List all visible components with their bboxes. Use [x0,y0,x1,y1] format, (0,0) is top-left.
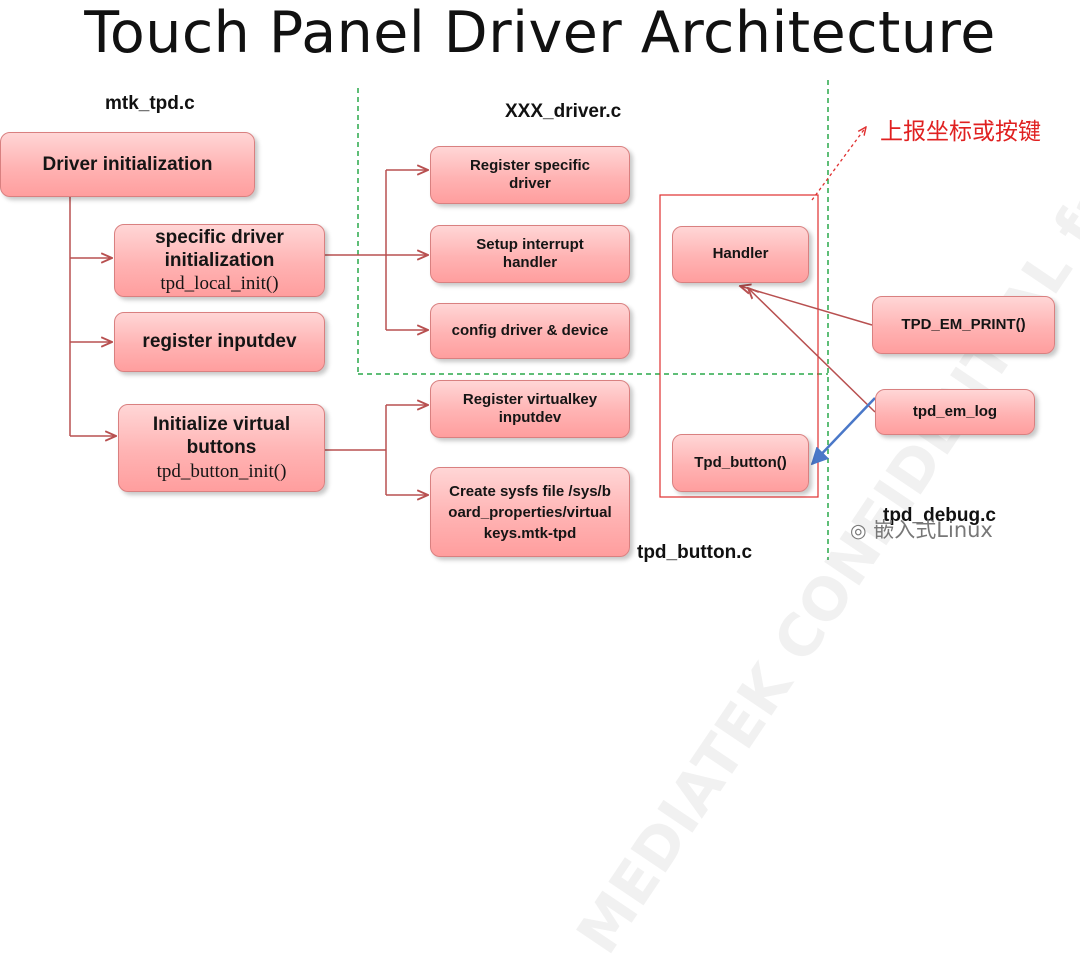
log-to-button-arrow [810,397,876,466]
box-tpd-em-print: TPD_EM_PRINT() [872,296,1055,354]
box-register-virtualkey-inputdev: Register virtualkey inputdev [430,380,630,438]
file-label-button: tpd_button.c [637,542,753,563]
logo: ◎ 嵌入式Linux [850,518,993,542]
box-handler: Handler [672,226,809,283]
highlight-frame [659,194,819,498]
box-config-driver-device: config driver & device [430,303,630,359]
wechat-icon: ◎ [850,520,867,542]
annotation-report-coordinates: 上报坐标或按键 [880,119,1041,145]
print-to-handler-arrow [740,286,873,326]
box-tpd-button: Tpd_button() [672,434,809,492]
box-initialize-virtual-buttons: Initialize virtual buttons tpd_button_in… [118,404,325,492]
log-to-handler-arrow [748,288,876,413]
box-tpd-em-log: tpd_em_log [875,389,1035,435]
box-create-sysfs-file: Create sysfs file /sys/board_properties/… [430,467,630,557]
page-title: Touch Panel Driver Architecture [84,0,996,66]
virtual-branches [325,405,428,495]
left-branches [69,197,116,436]
box-register-inputdev: register inputdev [114,312,325,372]
box-driver-initialization: Driver initialization [0,132,255,197]
file-label-xxx: XXX_driver.c [505,101,622,122]
divider-lines [357,80,829,560]
box-register-specific-driver: Register specific driver [430,146,630,204]
specific-branches [325,170,428,330]
box-setup-interrupt-handler: Setup interrupt handler [430,225,630,283]
annotation-arrow [811,127,866,201]
file-label-debug: tpd_debug.c [883,505,996,526]
file-label-mtk: mtk_tpd.c [105,93,195,114]
box-specific-driver-init: specific driver initialization tpd_local… [114,224,325,297]
connector-lines [69,80,876,560]
